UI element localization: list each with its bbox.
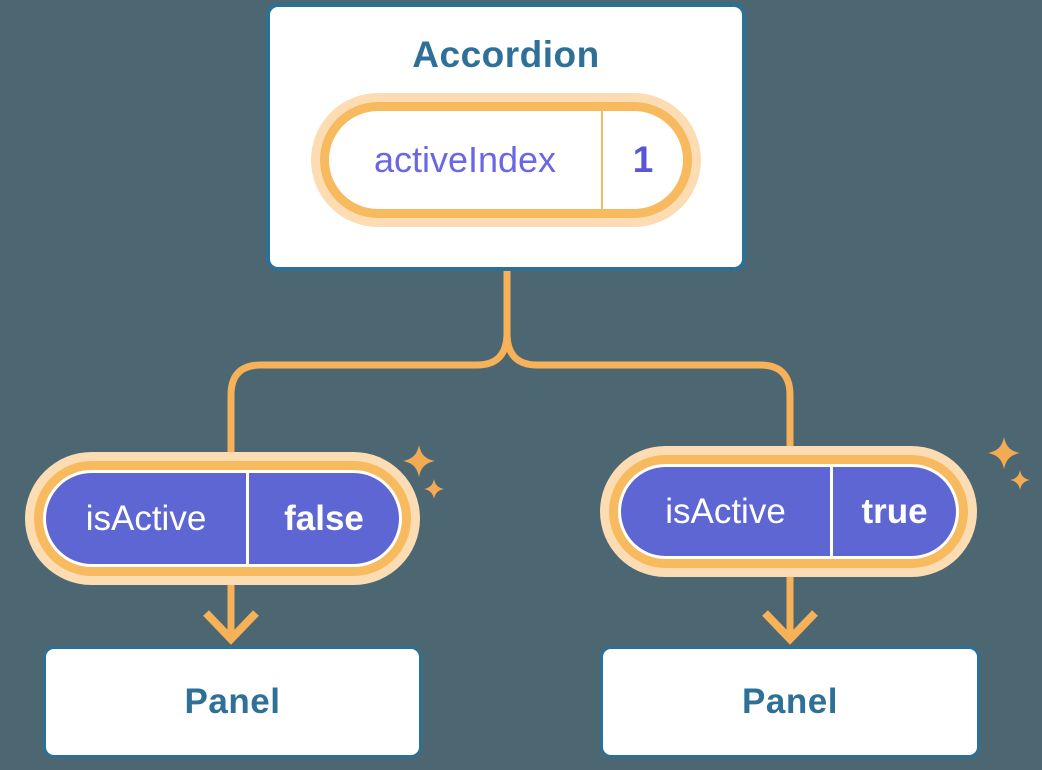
accordion-card: Accordion activeIndex 1 — [266, 3, 746, 271]
prop-pill-true: isActive true — [600, 446, 977, 577]
panel-card-right: Panel — [600, 646, 980, 758]
arrow-down-icon — [762, 610, 818, 645]
panel-title: Panel — [742, 682, 838, 721]
prop-pill-outline: isActive true — [618, 464, 959, 559]
prop-pill-outline: isActive false — [43, 470, 402, 567]
prop-pill-body: isActive false — [46, 473, 399, 564]
sparkle-icon — [988, 437, 1020, 469]
connector-branch-right — [503, 271, 794, 447]
prop-pill-false: isActive false — [25, 452, 420, 585]
prop-pill-ring: isActive false — [34, 461, 411, 576]
connector-branch-left — [227, 271, 511, 453]
panel-card-left: Panel — [43, 646, 422, 758]
state-pill-name: activeIndex — [373, 139, 557, 180]
prop-pill-divider — [830, 467, 833, 556]
panel-title: Panel — [184, 682, 281, 721]
prop-pill-name: isActive — [665, 491, 786, 531]
sparkle-icon — [424, 479, 444, 499]
prop-pill-body: isActive true — [621, 467, 956, 556]
state-pill-body: activeIndex 1 — [329, 111, 683, 209]
sparkle-icon — [1010, 470, 1030, 490]
state-pill-divider — [601, 111, 603, 209]
prop-pill-ring: isActive true — [609, 455, 968, 568]
prop-pill-value: true — [861, 491, 928, 531]
accordion-title: Accordion — [412, 34, 600, 75]
prop-pill-name: isActive — [85, 498, 207, 538]
state-pill: activeIndex 1 — [311, 93, 701, 227]
prop-pill-divider — [246, 473, 249, 564]
state-pill-value: 1 — [632, 139, 654, 180]
prop-pill-value: false — [284, 498, 364, 538]
arrow-down-icon — [203, 610, 259, 645]
state-pill-ring: activeIndex 1 — [320, 102, 692, 218]
sparkle-icon — [403, 445, 435, 477]
